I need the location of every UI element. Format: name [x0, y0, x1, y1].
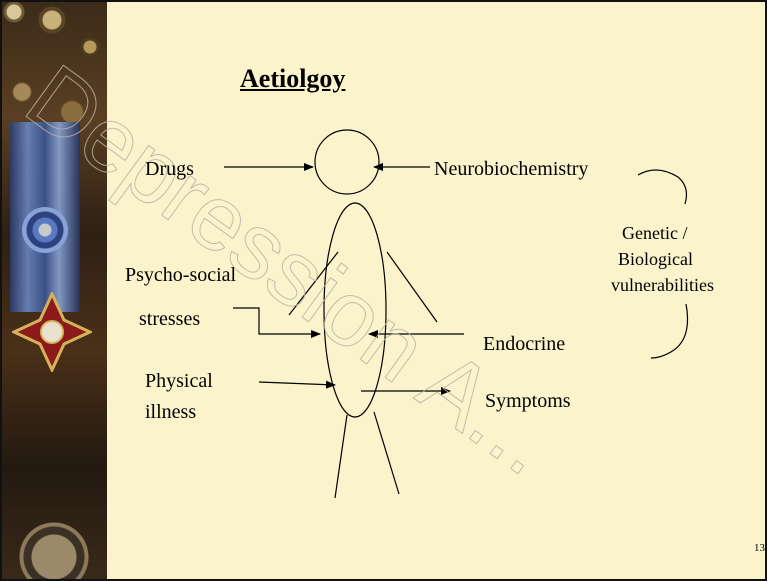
label-genetic: Genetic /	[622, 222, 687, 244]
label-vulnerabilities: vulnerabilities	[611, 274, 714, 296]
physical-illness-arrow	[259, 382, 335, 385]
page-number: 13	[754, 542, 765, 554]
watermark-text: Depression A...	[8, 46, 573, 495]
label-biological: Biological	[618, 248, 693, 270]
label-stresses: stresses	[139, 307, 200, 331]
figure-left-leg	[335, 415, 347, 498]
label-neurobiochemistry: Neurobiochemistry	[434, 157, 588, 181]
figure-head	[315, 130, 379, 194]
label-physical: Physical	[145, 369, 213, 393]
label-drugs: Drugs	[145, 157, 194, 181]
label-illness: illness	[145, 400, 196, 424]
vulnerability-bracket-bottom	[651, 304, 688, 358]
watermark: Depression A...	[8, 46, 573, 495]
figure-right-leg	[374, 412, 399, 494]
label-psycho-social: Psycho-social	[125, 263, 236, 287]
label-endocrine: Endocrine	[483, 332, 565, 356]
label-symptoms: Symptoms	[485, 389, 571, 413]
vulnerability-bracket-top	[638, 170, 686, 204]
